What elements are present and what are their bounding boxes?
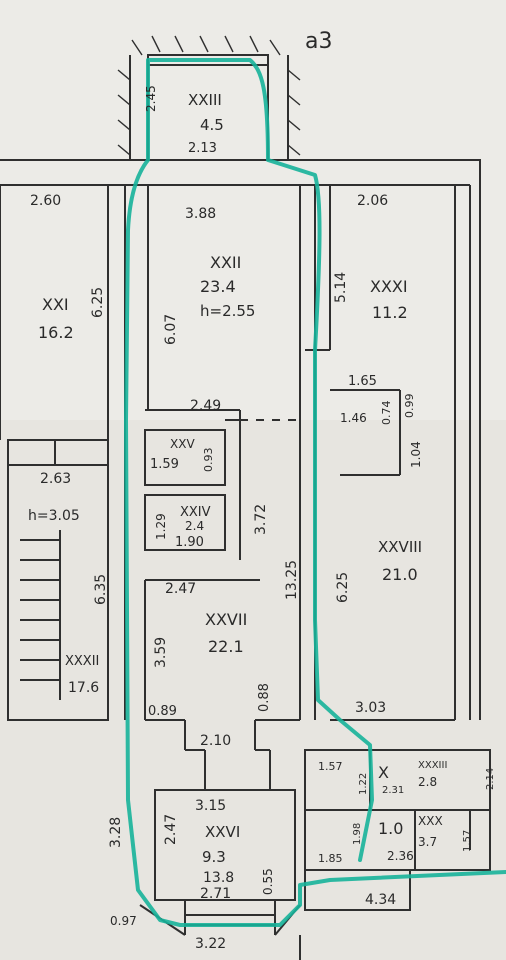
dimension-label: 6.35 <box>93 574 109 605</box>
dimension-label: 2.31 <box>382 785 404 796</box>
dimension-label: 2.06 <box>357 193 388 209</box>
room-area-xxiv: 2.4 <box>185 519 204 533</box>
room-number-xxxiii: XXXIII <box>418 760 447 771</box>
highlighted-route <box>124 58 506 927</box>
dimension-label: 3.72 <box>253 504 269 535</box>
room-number-xxxii: XXXII <box>65 654 99 669</box>
dimension-label: 0.93 <box>202 448 215 473</box>
room-number-xxvi: XXVI <box>205 823 240 841</box>
dimension-label: 1.29 <box>154 513 168 540</box>
dimension-label: h=3.05 <box>28 508 80 524</box>
dimension-label: 1.57 <box>462 830 473 852</box>
room-area-xxv: 1.59 <box>150 457 179 472</box>
dimension-label: 6.25 <box>335 572 351 603</box>
dimension-label: 2.71 <box>200 886 231 902</box>
dimension-label: 3.15 <box>195 798 226 814</box>
dimension-label: 0.55 <box>261 868 275 895</box>
dimension-label: 1.98 <box>352 823 363 845</box>
dimension-label: 2.45 <box>144 85 158 112</box>
wall-hatching <box>117 35 301 156</box>
dimension-label: 13.25 <box>284 560 300 600</box>
dimension-label: 2.47 <box>163 814 179 845</box>
dimension-label: 0.88 <box>257 683 272 712</box>
dimension-label: 2.47 <box>165 581 196 597</box>
dimension-label: 3.28 <box>108 817 124 848</box>
room-number-xxviii: XXVIII <box>378 538 422 556</box>
dimension-label: 2.49 <box>190 398 221 414</box>
dimension-labels: 2.45 2.13 2.60 6.25 3.88 6.07 2.06 5.14 … <box>28 85 496 952</box>
room-alt-area-xxiv: 1.90 <box>175 535 204 550</box>
dimension-label: 6.25 <box>90 287 106 318</box>
dimension-label: 1.65 <box>348 374 377 389</box>
dimension-label: 3.03 <box>355 700 386 716</box>
room-number-xxii: XXII <box>210 253 241 272</box>
dimension-label: 1.04 <box>409 441 423 468</box>
dimension-label: 3.22 <box>195 936 226 952</box>
room-area-xxxi: 11.2 <box>372 303 408 322</box>
corner-mark: а3 <box>305 29 332 54</box>
dimension-label: 0.74 <box>380 401 393 426</box>
dimension-label: 0.97 <box>110 914 137 928</box>
dimension-label: 1.85 <box>318 852 343 865</box>
room-number-xxiii: XXIII <box>188 91 222 109</box>
room-number-xxi: XXI <box>42 295 69 314</box>
room-area-xxi: 16.2 <box>38 323 74 342</box>
dimension-label: 4.34 <box>365 892 396 908</box>
dimension-label: 0.99 <box>403 394 416 419</box>
room-area-xxiii: 4.5 <box>200 116 224 134</box>
dimension-label: 2.36 <box>387 849 414 863</box>
dimension-label: 2.63 <box>40 471 71 487</box>
room-area-xxii: 23.4 <box>200 277 236 296</box>
dimension-label: 6.07 <box>163 314 179 345</box>
dimension-label: 3.88 <box>185 206 216 222</box>
dimension-label: 3.59 <box>153 637 169 668</box>
dimension-label: 5.14 <box>333 272 349 303</box>
room-number-xxx: XXX <box>418 814 443 828</box>
room-number-xxxi: XXXI <box>370 277 408 296</box>
room-height-xxii: h=2.55 <box>200 302 255 320</box>
dimension-label: 2.60 <box>30 193 61 209</box>
dimension-label: 2.14 <box>485 768 496 790</box>
room-area-x: 1.0 <box>378 819 403 838</box>
room-area-xxvi: 9.3 <box>202 848 226 866</box>
room-area-xxxiii: 2.8 <box>418 775 437 789</box>
room-area-xxx: 3.7 <box>418 835 437 849</box>
room-number-xxv: XXV <box>170 437 195 451</box>
room-area-xxxii: 17.6 <box>68 680 99 696</box>
room-area-xxvii: 22.1 <box>208 637 244 656</box>
dimension-label: 1.22 <box>358 773 369 795</box>
dimension-label: 2.13 <box>188 141 217 156</box>
dimension-label: 2.10 <box>200 733 231 749</box>
room-alt-area-xxvi: 13.8 <box>203 870 234 886</box>
room-number-x: X <box>378 763 389 782</box>
dimension-label: 0.89 <box>148 704 177 719</box>
room-area-xxviii: 21.0 <box>382 565 418 584</box>
room-number-xxiv: XXIV <box>180 505 211 520</box>
dimension-label: 1.57 <box>318 760 343 773</box>
room-number-xxvii: XXVII <box>205 610 247 629</box>
dimension-label: 1.46 <box>340 411 367 425</box>
